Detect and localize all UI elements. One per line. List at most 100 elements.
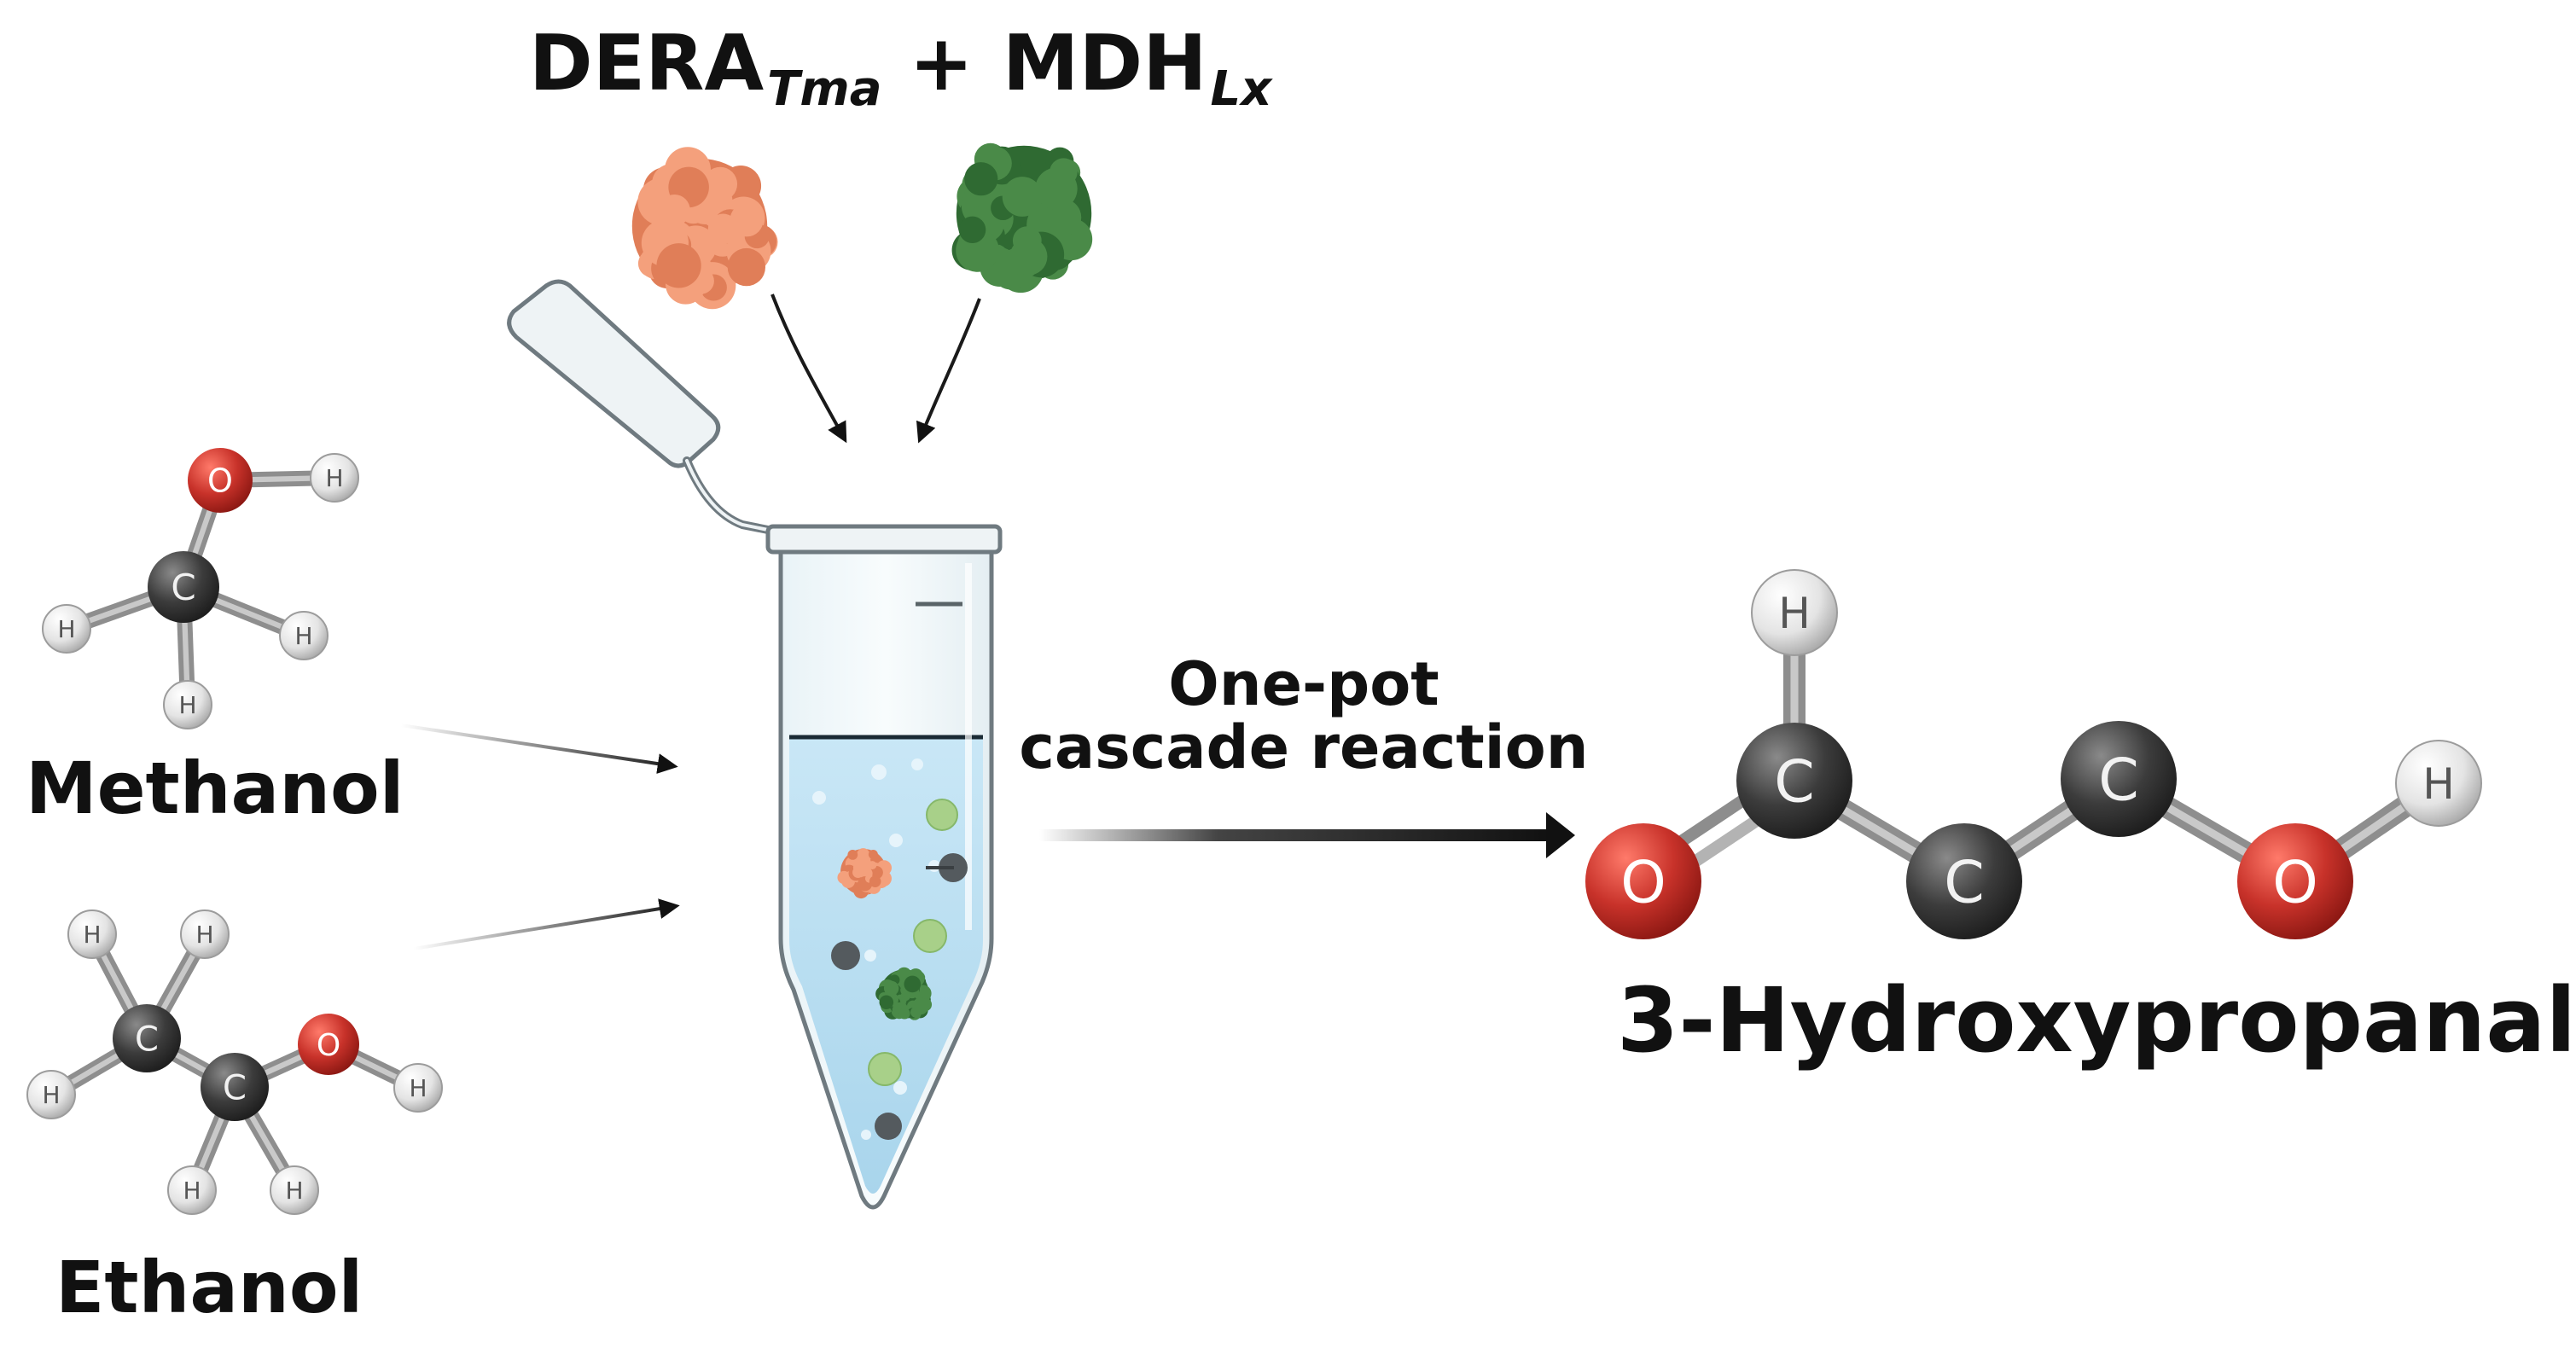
mdh-enzyme-icon [951, 142, 1093, 293]
hydrogen-atom [163, 680, 212, 729]
arrow-mdh-to-tube [916, 298, 981, 444]
product-label: 3-Hydroxypropanal [1617, 968, 2576, 1072]
hydrogen-atom-label: H [178, 691, 196, 719]
enzyme2-subscript: Lx [1210, 61, 1272, 117]
reaction-label-line1: One-pot [1168, 649, 1439, 719]
oxygen-atom [1585, 823, 1701, 939]
enzyme-lobe [868, 850, 878, 860]
plus-sign: + [909, 19, 974, 108]
hydrogen-atom-label: H [83, 921, 101, 949]
carbon-atom [2061, 721, 2177, 837]
arrow-ethanol-to-tube [413, 898, 680, 950]
hydrogen-atom [167, 1165, 217, 1215]
ethanol-molecule: H H C H C O H H H [26, 909, 443, 1215]
tube-particles [812, 758, 968, 1140]
hydrogen-atom [180, 909, 230, 959]
hydrogen-atom-label: H [183, 1177, 201, 1205]
hydrogen-atom [1751, 569, 1838, 656]
carbon-atom [1736, 723, 1852, 839]
enzyme-lobe [847, 849, 858, 860]
enzyme-lobe [910, 1006, 922, 1018]
methanol-label: Methanol [26, 747, 404, 830]
oxygen-atom-label: O [207, 462, 233, 500]
hydrogen-atom-label: H [42, 1081, 60, 1109]
methanol-molecule: O H C H H H [42, 448, 359, 729]
hydrogen-atom [2395, 740, 2482, 827]
bubble [889, 834, 903, 847]
hydrogen-atom-label: H [325, 464, 343, 492]
oxygen-atom [188, 448, 253, 513]
bubble [893, 1081, 907, 1095]
ethanol-label: Ethanol [55, 1246, 363, 1329]
enzyme2-name: MDH [1002, 19, 1207, 108]
carbon-atom-label: C [223, 1068, 247, 1107]
hydrogen-atom [310, 453, 359, 503]
carbon-atom [201, 1053, 269, 1121]
bubble [812, 791, 826, 805]
bubble [911, 758, 923, 770]
oxygen-atom-label: O [1620, 849, 1666, 916]
hydrogen-atom-label: H [1778, 589, 1811, 638]
oxygen-atom [2237, 823, 2353, 939]
reaction-label-line2: cascade reaction [1019, 712, 1589, 783]
enzyme-lobe [658, 195, 690, 226]
hydrogen-atom [67, 909, 117, 959]
oxygen-atom-label: O [317, 1028, 340, 1063]
hydrogen-atom-label: H [2422, 759, 2455, 809]
enzyme-lobe [904, 975, 922, 993]
hydrogen-atom-label: H [409, 1074, 427, 1102]
tube-lid [507, 279, 721, 468]
dera-enzyme-icon [631, 147, 778, 310]
enzyme1-name: DERA [529, 19, 765, 108]
bubble [861, 1130, 871, 1140]
enzyme-lobe [964, 162, 998, 196]
carbon-atom-label: C [171, 567, 195, 608]
carbon-atom [148, 551, 219, 623]
enzyme-lobe [837, 870, 851, 885]
carbon-atom [113, 1004, 181, 1072]
enzyme1-subscript: Tma [767, 61, 882, 117]
oxygen-atom [298, 1014, 359, 1075]
dera-in-tube-icon [837, 848, 892, 899]
enzyme-lobe [656, 243, 701, 288]
hydrogen-atom [393, 1063, 443, 1113]
carbon-atom-label: C [1774, 748, 1814, 816]
green-particle [913, 919, 947, 953]
tube-rim [765, 524, 1003, 555]
reaction-arrow-head [1546, 812, 1575, 858]
enzyme-lobe [1035, 167, 1078, 210]
dark-particle [875, 1113, 902, 1140]
green-particle [868, 1052, 902, 1086]
enzyme-lobe [1009, 237, 1048, 276]
arrow-methanol-to-tube [400, 723, 678, 775]
hydrogen-atom-label: H [195, 921, 213, 949]
enzyme-lobe [879, 995, 894, 1009]
arrow-dera-to-tube [770, 293, 847, 444]
hydrogen-atom-label: H [57, 615, 75, 643]
bubble [871, 764, 887, 780]
hydrogen-atom [26, 1070, 76, 1119]
enzyme-lobe [883, 980, 899, 997]
enzyme-lobe [852, 861, 865, 874]
hydrogen-atom-label: H [294, 622, 312, 650]
enzyme-lobe [864, 859, 873, 869]
reaction-tube [507, 279, 1003, 1210]
dark-particle [831, 941, 860, 970]
hydrogen-atom [279, 611, 329, 660]
diagram-svg: O H C H H H H H C H C O H H H H C O C C O H [26, 142, 2482, 1215]
carbon-atom [1906, 823, 2022, 939]
enzyme-lobe [898, 1008, 910, 1020]
carbon-atom-label: C [1944, 849, 1984, 916]
tube-liquid [789, 735, 983, 1194]
enzyme-lobe [730, 203, 764, 237]
hydroxypropanal-molecule: H C O C C O H [1585, 569, 2482, 939]
enzyme-lobe [1002, 177, 1043, 217]
reaction-arrow-shaft [1039, 829, 1550, 841]
carbon-atom-label: C [2098, 747, 2138, 814]
carbon-atom-label: C [135, 1020, 159, 1059]
oxygen-atom-label: O [2272, 849, 2318, 916]
enzyme-lobe [958, 216, 986, 244]
hydrogen-atom-label: H [285, 1177, 303, 1205]
hydrogen-atom [42, 604, 91, 654]
enzyme-lobe [869, 866, 883, 880]
